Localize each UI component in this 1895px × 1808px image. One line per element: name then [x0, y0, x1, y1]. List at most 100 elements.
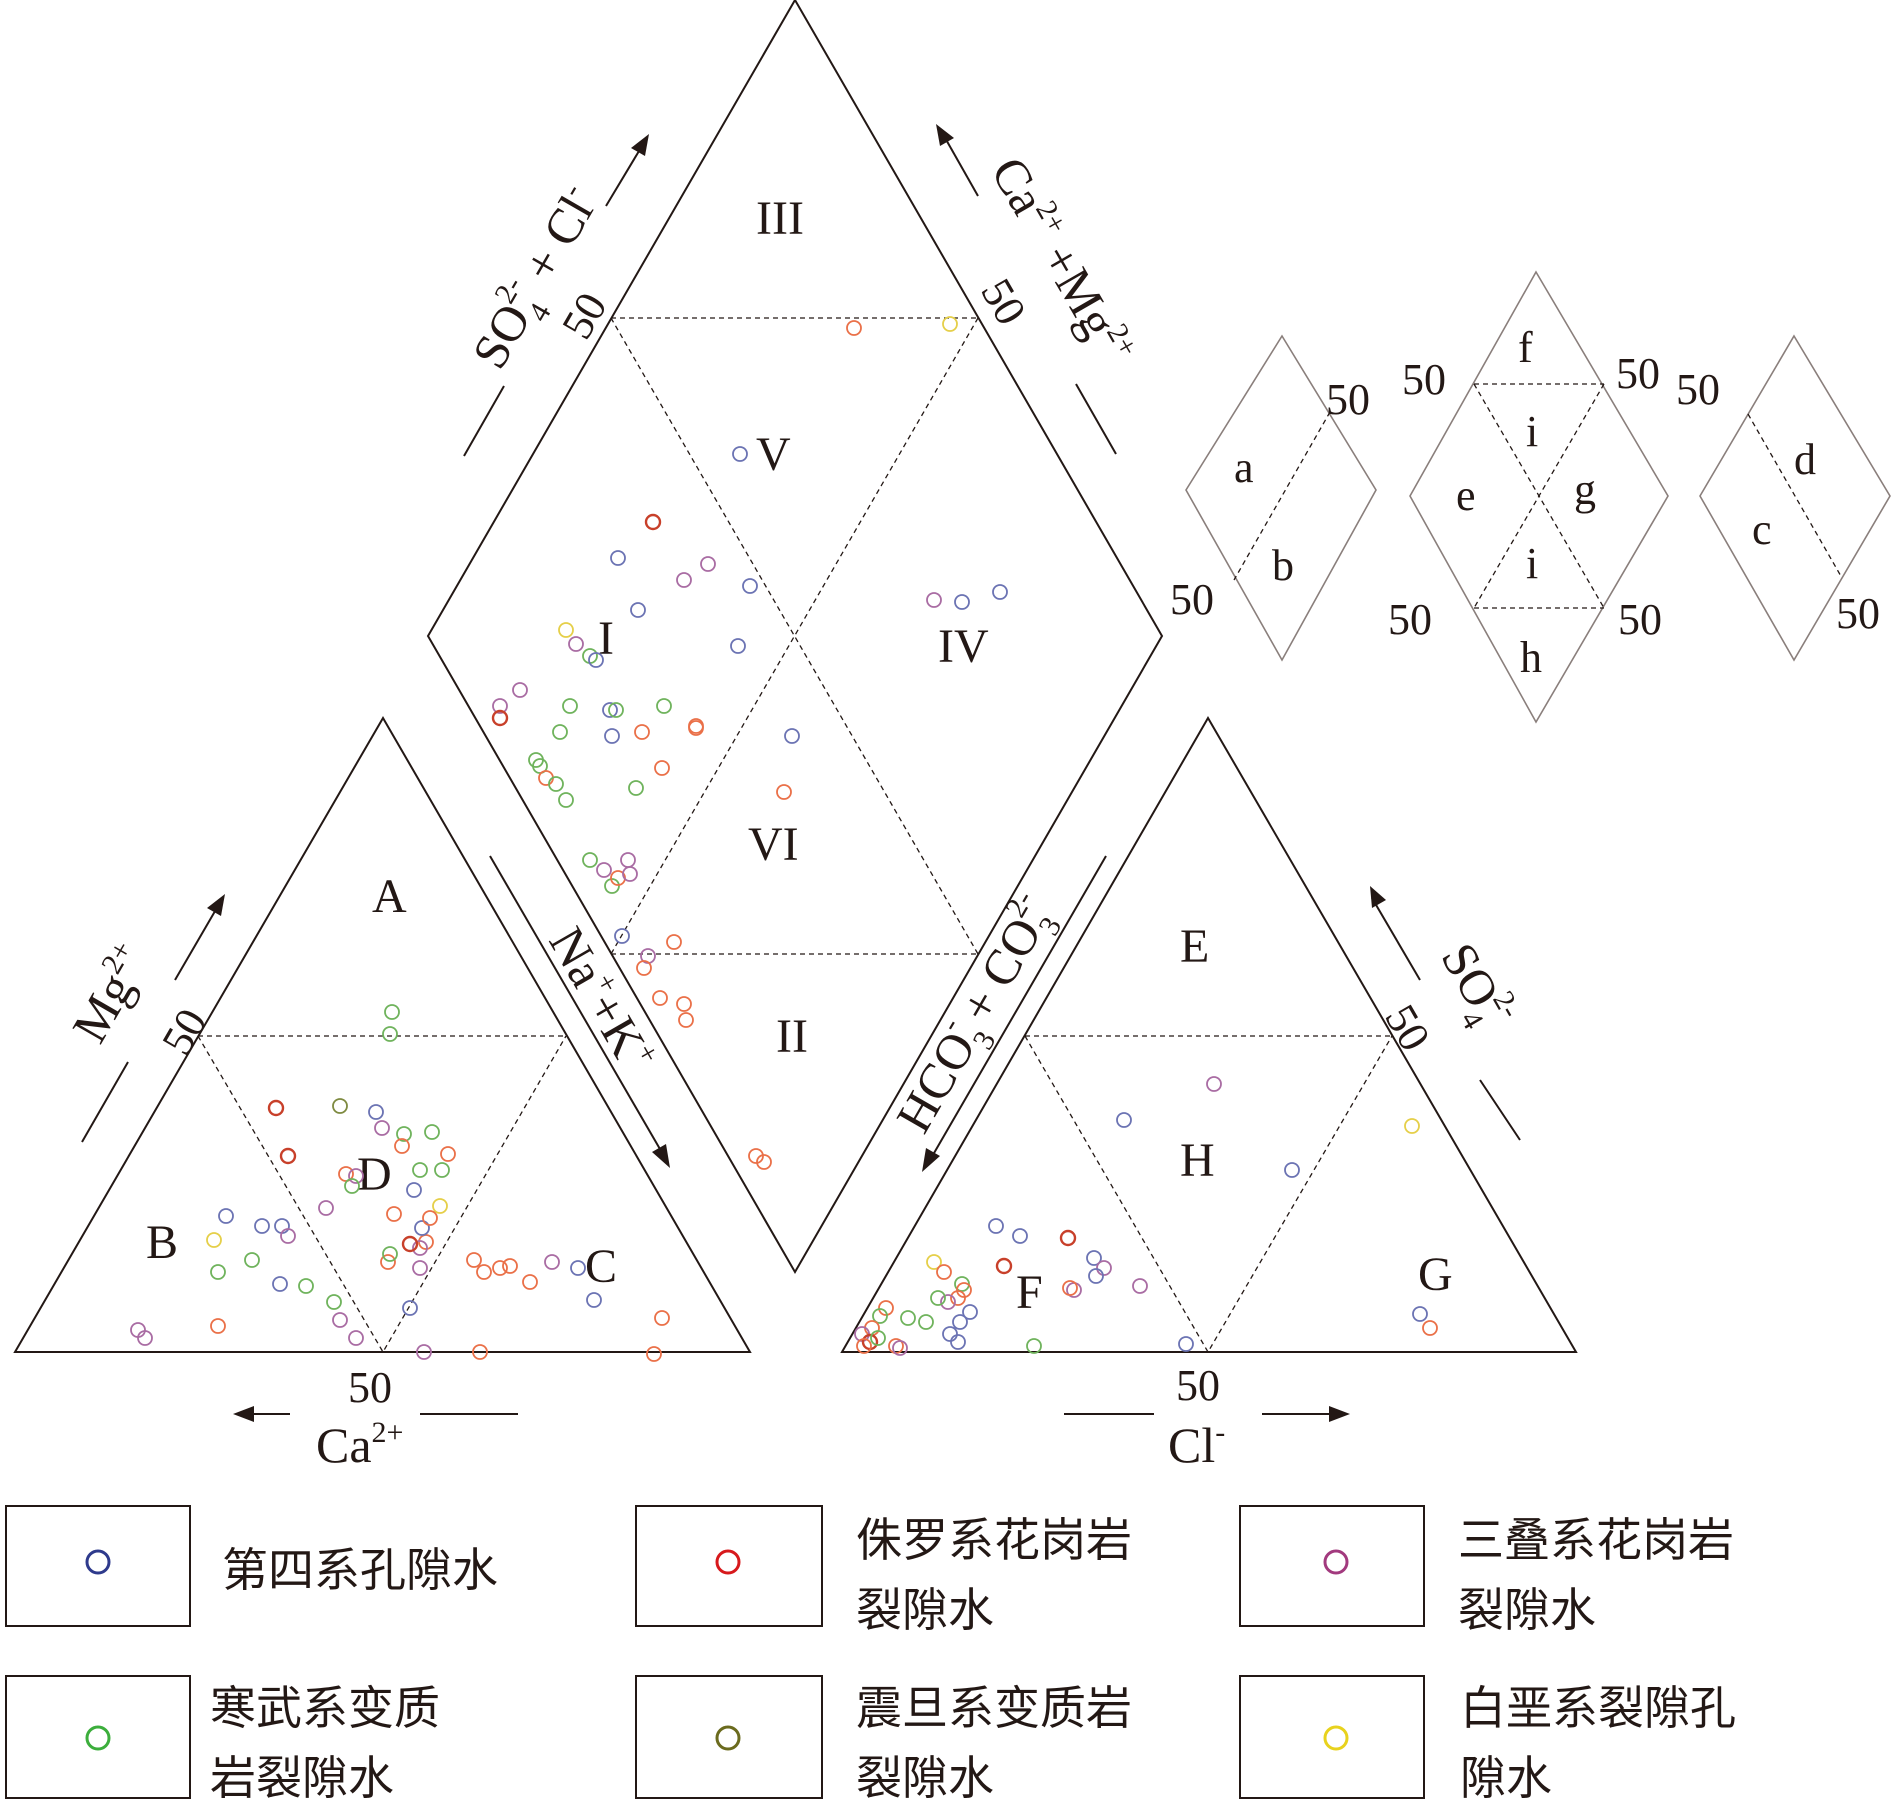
- zone-label-VI: VI: [748, 818, 799, 871]
- sample-point: [628, 780, 644, 796]
- sample-points: [130, 316, 1438, 1362]
- sample-point: [776, 784, 792, 800]
- sample-point: [756, 1154, 772, 1170]
- sample-point: [472, 1344, 488, 1360]
- anion-right-axis-line: [1479, 1079, 1521, 1141]
- sample-point: [406, 1182, 422, 1198]
- sample-point: [466, 1252, 482, 1268]
- sample-point: [656, 698, 672, 714]
- zone-label-H: H: [1180, 1134, 1215, 1187]
- sample-point: [942, 1326, 958, 1342]
- sample-point: [856, 1338, 872, 1354]
- sample-point: [396, 1126, 412, 1142]
- legend-swatch-box: [635, 1505, 823, 1627]
- sample-point: [1412, 1306, 1428, 1322]
- sample-point: [522, 1274, 538, 1290]
- legend-marker-circle: [1323, 1549, 1349, 1575]
- sample-point: [348, 1168, 364, 1184]
- sample-point: [318, 1200, 334, 1216]
- sample-point: [422, 1210, 438, 1226]
- sample-point: [374, 1120, 390, 1136]
- cation-left-axis-line: [81, 1061, 129, 1143]
- anion-triangle: E F G H 50 50 Cl- SO42- HCO3- + CO32-: [840, 716, 1578, 1473]
- sample-point: [492, 698, 508, 714]
- sample-point: [558, 622, 574, 638]
- anion-left-axis-arrow: [929, 855, 1107, 1161]
- sample-point: [380, 1254, 396, 1270]
- sample-point: [412, 1240, 428, 1256]
- sample-point: [688, 720, 704, 736]
- sample-point: [432, 1198, 448, 1214]
- cation-bottom-tick-50: 50: [348, 1363, 392, 1412]
- zone-label-E: E: [1180, 920, 1209, 973]
- sample-point: [900, 1310, 916, 1326]
- mini-label-a: a: [1234, 443, 1254, 492]
- sample-point: [368, 1104, 384, 1120]
- sample-point: [878, 1300, 894, 1316]
- mini-label-e: e: [1456, 471, 1476, 520]
- legend-label-line-1: 白垩系裂隙孔: [1460, 1681, 1736, 1735]
- legend-marker-circle: [715, 1725, 741, 1751]
- sample-point: [950, 1290, 966, 1306]
- sample-point: [384, 1004, 400, 1020]
- diamond-left-axis-arrow: [605, 145, 643, 207]
- sample-point: [608, 702, 624, 718]
- sample-point: [940, 1294, 956, 1310]
- arrow-down-icon: [652, 1144, 670, 1168]
- sample-point: [870, 1330, 886, 1346]
- sample-point: [570, 1260, 586, 1276]
- mini-middle-dash-diag-2: [1473, 383, 1605, 609]
- sample-point: [210, 1318, 226, 1334]
- anion-left-axis-label: HCO3- + CO32-: [881, 885, 1073, 1147]
- sample-point: [742, 578, 758, 594]
- legend-item-cretaceous: 白垩系裂隙孔 隙水: [1239, 1675, 1736, 1805]
- sample-point: [596, 862, 612, 878]
- sample-point: [348, 1330, 364, 1346]
- legend-swatch-box: [1239, 1505, 1425, 1627]
- legend-label-line-2: 岩裂隙水: [210, 1751, 394, 1805]
- mini-label-h: h: [1520, 633, 1542, 682]
- sample-point: [332, 1098, 348, 1114]
- legend-label-line-1: 三叠系花岗岩: [1458, 1513, 1734, 1567]
- sample-point: [1062, 1280, 1078, 1296]
- arrow-left-icon: [233, 1406, 254, 1422]
- sample-point: [344, 1178, 360, 1194]
- sample-point: [918, 1314, 934, 1330]
- sample-point: [137, 1330, 153, 1346]
- legend-item-cambrian-metamorphic: 寒武系变质 岩裂隙水: [5, 1675, 440, 1805]
- mini-diamond-right-dash: [1747, 413, 1843, 579]
- sample-point: [1422, 1320, 1438, 1336]
- legend-label-line-2: 裂隙水: [856, 1583, 994, 1637]
- sample-point: [846, 320, 862, 336]
- sample-point: [730, 638, 746, 654]
- sample-point: [610, 550, 626, 566]
- sample-point: [630, 602, 646, 618]
- diamond-right-axis-line: [1075, 383, 1117, 455]
- sample-point: [298, 1278, 314, 1294]
- mini-label-d: d: [1794, 435, 1816, 484]
- mini-diamond-left: a b 50 50: [1170, 334, 1377, 662]
- arrow-up-left-icon: [936, 124, 954, 146]
- zone-label-G: G: [1418, 1248, 1453, 1301]
- arrow-up-left-icon: [1370, 886, 1386, 908]
- cation-right-axis-arrow: [489, 855, 665, 1157]
- sample-point: [652, 990, 668, 1006]
- anion-right-axis-label: SO42-: [1422, 931, 1527, 1043]
- zone-label-IV: IV: [938, 620, 989, 673]
- sample-point: [956, 1282, 972, 1298]
- sample-point: [952, 1314, 968, 1330]
- sample-point: [614, 928, 630, 944]
- sample-point: [654, 760, 670, 776]
- legend-swatch-box: [5, 1675, 191, 1799]
- mini-diamond-middle-frame: [1409, 270, 1669, 724]
- sample-point: [279, 1147, 297, 1165]
- mini-diamond-right: d c 50 50: [1676, 334, 1891, 662]
- sample-point: [280, 1228, 296, 1244]
- sample-point: [440, 1146, 456, 1162]
- sample-point: [254, 1218, 270, 1234]
- cation-left-axis-label: Mg2+: [60, 935, 160, 1051]
- sample-point: [382, 1026, 398, 1042]
- sample-point: [412, 1260, 428, 1276]
